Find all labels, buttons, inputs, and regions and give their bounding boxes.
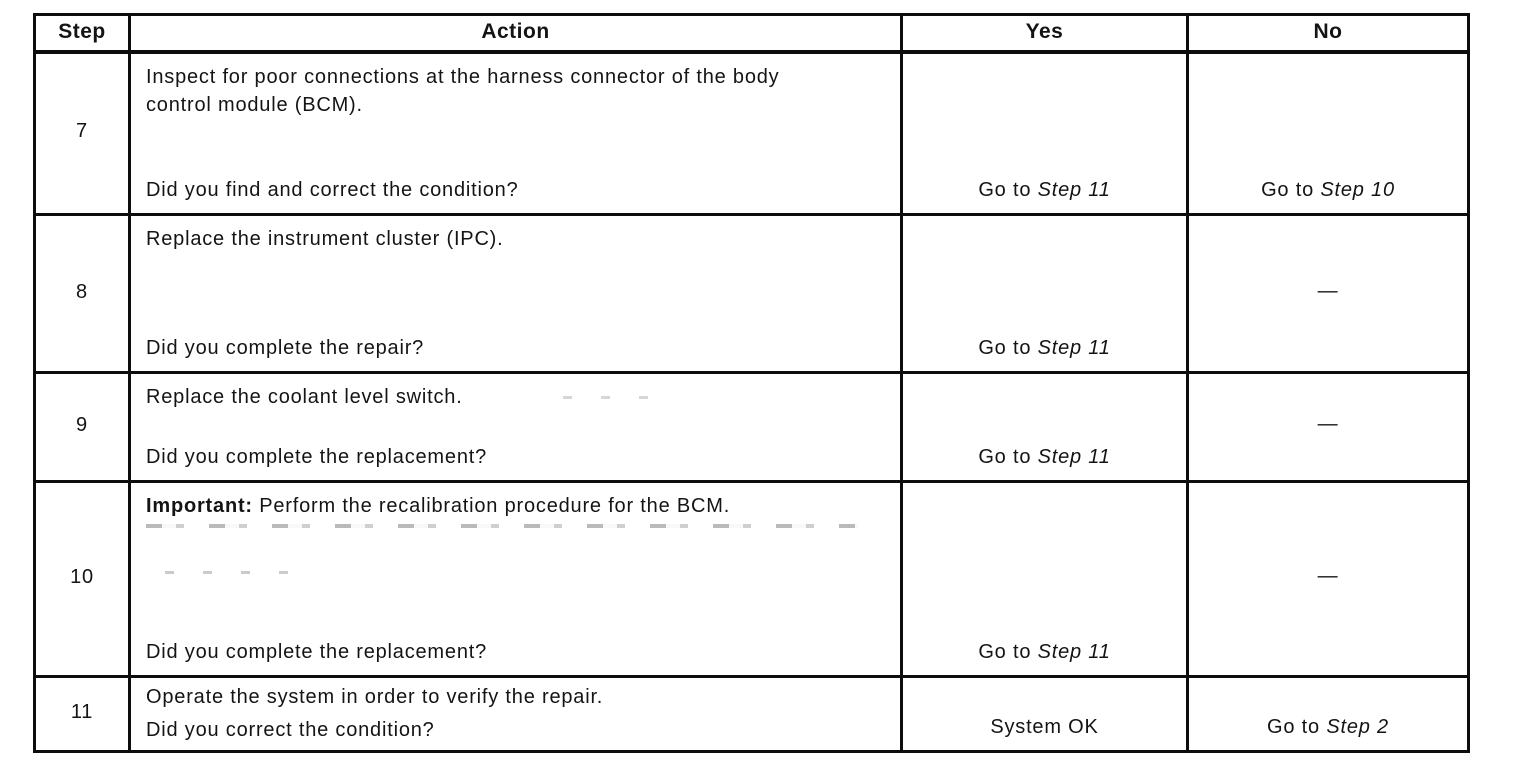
no-cell: Go to Step 2 [1186, 675, 1470, 753]
yes-cell: Go to Step 11 [900, 480, 1189, 678]
header-no-label: No [1313, 19, 1343, 43]
diagnostic-table: Step Action Yes No 7 Inspect for poor co… [33, 13, 1470, 753]
step-number: 9 [33, 371, 131, 483]
action-question: Did you complete the replacement? [146, 446, 488, 468]
step-number: 8 [33, 213, 131, 374]
table-row: 8 Replace the instrument cluster (IPC). … [33, 213, 1470, 374]
action-question: Did you complete the repair? [146, 337, 425, 359]
yes-cell: Go to Step 11 [900, 50, 1189, 216]
em-dash: — [1317, 565, 1339, 587]
no-cell: — [1186, 371, 1470, 483]
step-number: 10 [33, 480, 131, 678]
action-description: Important: Perform the recalibration pro… [146, 495, 731, 517]
action-description: Replace the coolant level switch. [146, 386, 463, 408]
action-question: Did you correct the condition? [146, 719, 435, 741]
em-dash: — [1317, 279, 1339, 302]
scan-artifact [563, 396, 673, 399]
action-cell: Important: Perform the recalibration pro… [128, 480, 903, 678]
yes-cell: Go to Step 11 [900, 371, 1189, 483]
action-question: Did you complete the replacement? [146, 641, 488, 663]
table-row: 7 Inspect for poor connections at the ha… [33, 50, 1470, 216]
important-label: Important: [146, 495, 253, 517]
yes-cell: Go to Step 11 [900, 213, 1189, 374]
header-action: Action [128, 13, 903, 54]
action-cell: Replace the instrument cluster (IPC). Di… [128, 213, 903, 374]
yes-cell: System OK [900, 675, 1189, 753]
scan-artifact-faded-line [146, 524, 859, 528]
step-reference: Step 11 [1037, 179, 1111, 201]
action-question: Did you find and correct the condition? [146, 179, 519, 201]
action-description: Operate the system in order to verify th… [146, 686, 604, 708]
step-reference: Step 10 [1320, 179, 1395, 201]
action-description: Replace the instrument cluster (IPC). [146, 228, 504, 250]
header-yes: Yes [900, 13, 1189, 54]
step-reference: Step 11 [1037, 641, 1111, 663]
table-header-row: Step Action Yes No [33, 13, 1470, 54]
table-row: 9 Replace the coolant level switch. Did … [33, 371, 1470, 483]
step-reference: Step 11 [1037, 337, 1111, 359]
header-action-label: Action [481, 19, 550, 43]
header-step-label: Step [58, 19, 106, 43]
em-dash: — [1317, 413, 1339, 435]
table-row: 10 Important: Perform the recalibration … [33, 480, 1470, 678]
step-reference: Step 11 [1037, 446, 1111, 468]
no-cell: — [1186, 213, 1470, 374]
scan-artifact [165, 571, 305, 574]
header-no: No [1186, 13, 1470, 54]
action-cell: Replace the coolant level switch. Did yo… [128, 371, 903, 483]
step-reference: Step 2 [1326, 716, 1389, 738]
no-cell: Go to Step 10 [1186, 50, 1470, 216]
no-cell: — [1186, 480, 1470, 678]
action-cell: Operate the system in order to verify th… [128, 675, 903, 753]
step-number: 7 [33, 50, 131, 216]
action-description: Inspect for poor connections at the harn… [146, 65, 780, 116]
step-number: 11 [33, 675, 131, 753]
action-cell: Inspect for poor connections at the harn… [128, 50, 903, 216]
header-step: Step [33, 13, 131, 54]
header-yes-label: Yes [1025, 19, 1064, 43]
table-row: 11 Operate the system in order to verify… [33, 675, 1470, 753]
